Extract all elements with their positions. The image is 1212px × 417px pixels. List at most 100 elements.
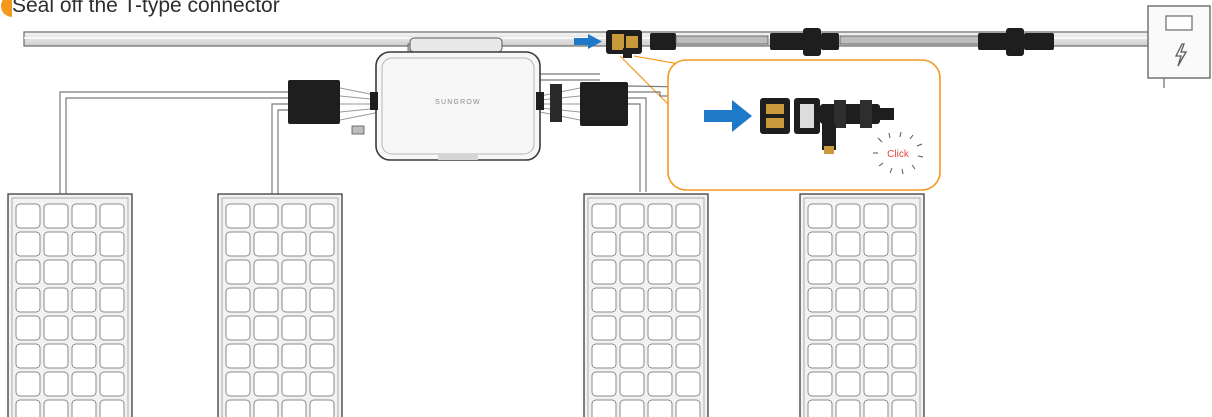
pv-cell — [591, 343, 617, 369]
pv-cell — [863, 399, 889, 417]
pv-cell — [835, 399, 861, 417]
pv-cell — [253, 203, 279, 229]
inverter-brand-label: SUNGROW — [435, 99, 481, 106]
pv-cell — [15, 259, 41, 285]
pv-cell — [281, 399, 307, 417]
pv-cell — [15, 371, 41, 397]
pv-cell — [281, 203, 307, 229]
pv-cell — [619, 287, 645, 313]
pv-cell — [835, 259, 861, 285]
pv-cell — [675, 287, 701, 313]
pv-cell — [71, 399, 97, 417]
pv-cell — [835, 203, 861, 229]
pv-cell — [281, 287, 307, 313]
pv-cell — [225, 259, 251, 285]
insert-arrow-icon — [704, 100, 752, 132]
pv-cell — [619, 343, 645, 369]
pv-cell — [891, 287, 917, 313]
pv-cell — [863, 287, 889, 313]
connector-callout: Click — [667, 59, 941, 191]
pv-cell — [43, 315, 69, 341]
pv-cell — [835, 231, 861, 257]
pv-cell — [281, 259, 307, 285]
pv-cell — [675, 259, 701, 285]
pv-cell — [43, 371, 69, 397]
pv-cell — [891, 203, 917, 229]
step-title-text: Seal off the T-type connector — [12, 0, 280, 17]
pv-cell — [863, 231, 889, 257]
pv-panel-1 — [7, 193, 133, 417]
pv-cell — [281, 371, 307, 397]
pv-cell — [225, 315, 251, 341]
t-connector-highlight[interactable] — [606, 30, 642, 58]
pv-cell — [15, 231, 41, 257]
pv-cell — [675, 203, 701, 229]
pv-cell — [71, 371, 97, 397]
pv-cell — [43, 231, 69, 257]
pv-cell — [675, 399, 701, 417]
pv-cell — [619, 315, 645, 341]
pv-cell — [891, 343, 917, 369]
pv-cell — [71, 259, 97, 285]
pv-cell — [309, 287, 335, 313]
pv-cell — [99, 287, 125, 313]
pv-cell — [835, 315, 861, 341]
pv-panels — [7, 193, 925, 417]
pv-cell — [309, 315, 335, 341]
pv-cell — [253, 371, 279, 397]
pv-cell — [619, 203, 645, 229]
pv-cell — [309, 203, 335, 229]
pv-cell — [43, 399, 69, 417]
pv-cell — [807, 315, 833, 341]
pv-cell — [71, 287, 97, 313]
pv-cell — [99, 399, 125, 417]
pv-cell — [807, 371, 833, 397]
pv-cell — [591, 399, 617, 417]
pv-cell — [647, 287, 673, 313]
pv-cell — [309, 371, 335, 397]
pv-cell — [309, 259, 335, 285]
pv-cell — [309, 231, 335, 257]
t-connector-icon — [794, 98, 894, 154]
click-indicator-icon: Click — [873, 131, 924, 175]
pv-cell — [863, 315, 889, 341]
ac-connector-2 — [770, 28, 839, 56]
pv-cell — [225, 203, 251, 229]
pv-cell — [253, 287, 279, 313]
lightning-bolt-icon — [1174, 43, 1188, 67]
pv-cell — [591, 287, 617, 313]
trunk-connectors — [574, 28, 1054, 58]
pv-cell — [43, 259, 69, 285]
pv-cell — [647, 231, 673, 257]
pv-cell — [807, 231, 833, 257]
pv-cell — [225, 371, 251, 397]
pv-cell — [99, 343, 125, 369]
pv-cell — [675, 315, 701, 341]
pv-cell — [891, 371, 917, 397]
pv-cell — [71, 343, 97, 369]
pv-cell — [835, 287, 861, 313]
pv-cell — [99, 203, 125, 229]
pv-cell — [99, 231, 125, 257]
step-title: Seal off the T-type connector — [1, 0, 280, 18]
pv-cell — [863, 371, 889, 397]
pv-cell — [891, 399, 917, 417]
pv-panel-4 — [799, 193, 925, 417]
pv-cell — [225, 343, 251, 369]
pv-cell — [619, 371, 645, 397]
pv-cell — [15, 399, 41, 417]
pv-cell — [675, 231, 701, 257]
pv-cell — [309, 399, 335, 417]
pv-cell — [807, 343, 833, 369]
pv-cell — [225, 231, 251, 257]
pv-cell — [647, 203, 673, 229]
pv-cell — [647, 315, 673, 341]
pv-cell — [71, 315, 97, 341]
pv-cell — [591, 203, 617, 229]
pv-cell — [309, 343, 335, 369]
pv-cell — [591, 259, 617, 285]
pv-cell — [647, 399, 673, 417]
pv-cell — [835, 371, 861, 397]
pv-cell — [281, 343, 307, 369]
pv-cell — [807, 399, 833, 417]
